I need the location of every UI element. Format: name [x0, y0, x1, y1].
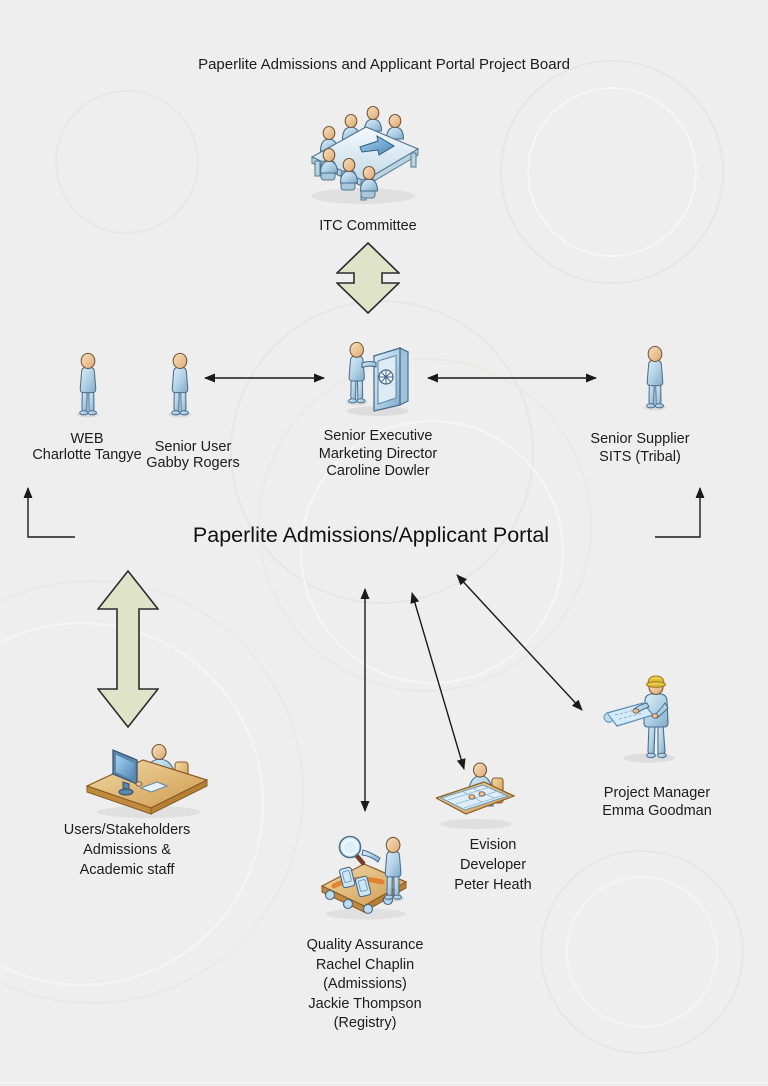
- connector-portal-evision: [410, 592, 466, 770]
- label-line: Senior Executive: [323, 428, 433, 444]
- label-line: (Admissions): [323, 976, 407, 992]
- standing-person-icon: [643, 345, 667, 412]
- label-line: Senior User: [154, 439, 232, 455]
- meeting-table-icon: [310, 105, 420, 204]
- portal-heading: Paperlite Admissions/Applicant Portal: [192, 523, 550, 547]
- label-line: Gabby Rogers: [146, 455, 240, 471]
- label-line: Users/Stakeholders: [63, 822, 191, 838]
- label-line: ITC Committee: [319, 218, 417, 234]
- label-line: Charlotte Tangye: [32, 447, 142, 463]
- block-arrow-committee-executive: [336, 242, 400, 314]
- drafting-desk-icon: [436, 762, 516, 829]
- person-with-safe-icon: [345, 341, 410, 416]
- standing-person-icon: [76, 352, 100, 419]
- page-title: Paperlite Admissions and Applicant Porta…: [198, 56, 570, 73]
- label-line: Developer: [459, 857, 527, 873]
- label-line: Peter Heath: [454, 877, 532, 893]
- label-line: (Registry): [333, 1015, 397, 1031]
- label-line: WEB: [70, 431, 104, 447]
- label-line: Marketing Director: [318, 445, 438, 462]
- label-line: Emma Goodman: [602, 802, 712, 819]
- label-line: Quality Assurance: [306, 937, 424, 953]
- slide-edge-line: [0, 1082, 768, 1083]
- label-line: Academic staff: [79, 862, 175, 878]
- connector-portal-web: [23, 487, 75, 538]
- label-line: Jackie Thompson: [308, 995, 422, 1012]
- label-line: Senior Supplier: [590, 431, 690, 447]
- inspector-magnifier-icon: [320, 835, 408, 920]
- person-at-computer-icon: [85, 743, 209, 818]
- label-line: Rachel Chaplin: [315, 956, 415, 973]
- engineer-blueprint-icon: [603, 675, 675, 763]
- label-line: Project Manager: [603, 785, 711, 801]
- label-line: Evision: [469, 837, 517, 853]
- standing-person-icon: [168, 352, 192, 419]
- connector-portal-supplier: [655, 487, 705, 538]
- connector-portal-pm: [456, 574, 583, 711]
- label-line: SITS (Tribal): [599, 448, 681, 465]
- block-arrow-portal-users: [97, 570, 159, 728]
- label-line: Admissions &: [83, 842, 171, 858]
- label-line: Caroline Dowler: [326, 463, 430, 479]
